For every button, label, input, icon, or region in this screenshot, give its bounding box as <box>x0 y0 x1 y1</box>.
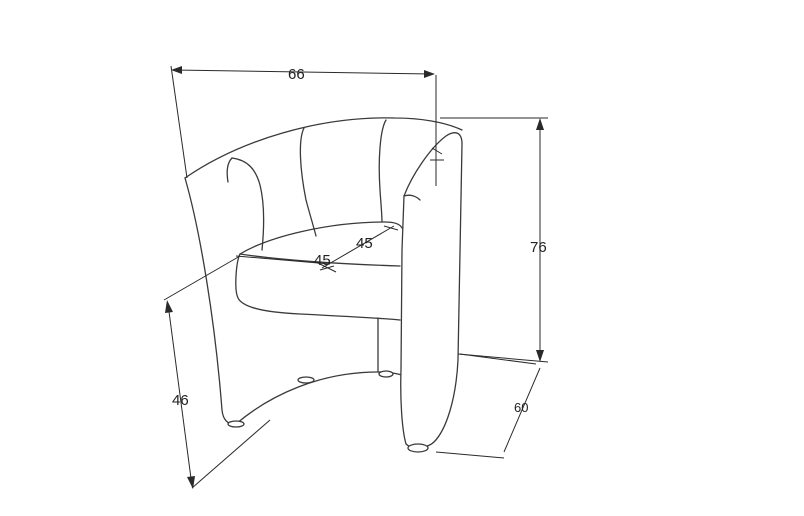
seat-cushion-top-edge <box>239 253 401 267</box>
right-arm <box>400 132 463 449</box>
seat-width-label: 45 <box>314 252 331 269</box>
foot-back-right <box>378 370 394 378</box>
base-arch <box>235 371 405 425</box>
seat-depth-label: 45 <box>356 235 373 252</box>
dimension-seat-height: 46 <box>163 255 271 489</box>
seat-cushion-top <box>239 221 403 255</box>
foot-front-right <box>407 443 429 453</box>
dimension-width: 66 <box>170 65 444 186</box>
dimension-seat: 45 45 <box>235 225 399 273</box>
seat-cushion-front <box>235 253 401 321</box>
back-panel-seam-2 <box>378 119 387 223</box>
depth-label: 60 <box>514 400 528 415</box>
back-panel-left <box>231 157 265 251</box>
back-panel-seam-1 <box>299 127 317 237</box>
dimension-depth: 60 <box>435 353 541 459</box>
foot-front-left <box>227 420 245 428</box>
seat-height-label: 46 <box>172 392 189 409</box>
height-label: 76 <box>530 239 547 256</box>
left-shell-side <box>184 177 237 425</box>
armchair-outline <box>184 117 463 453</box>
foot-back-left <box>297 376 315 384</box>
right-arm-inner-line <box>403 194 421 201</box>
left-arm-inner <box>226 157 233 183</box>
backrest-top-curve <box>184 117 463 179</box>
width-label: 66 <box>288 66 305 83</box>
